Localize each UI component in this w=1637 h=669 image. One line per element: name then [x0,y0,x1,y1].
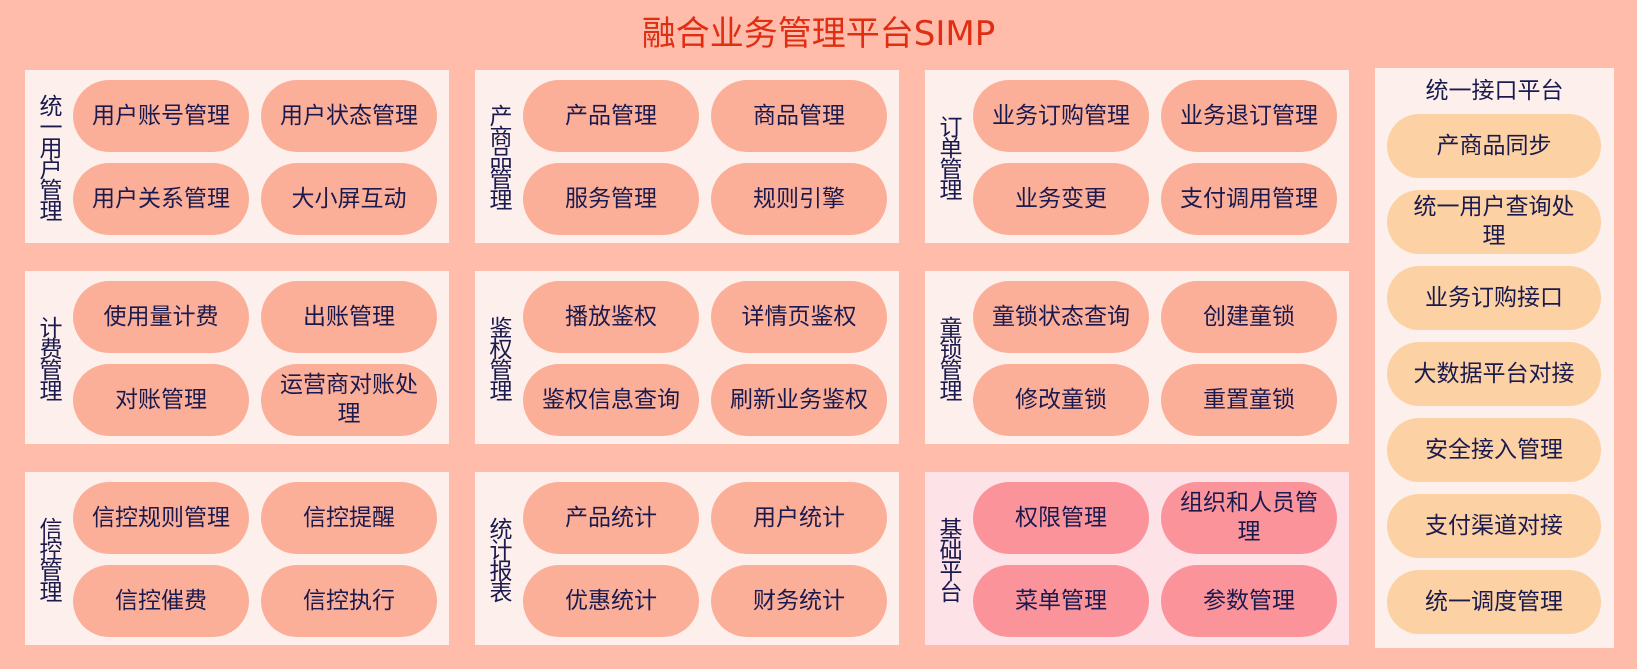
module-box: 播放鉴权 [523,281,699,353]
module-box: 运营商对账处理 [261,364,437,436]
module-box: 产品统计 [523,482,699,554]
module-box: 童锁状态查询 [973,281,1149,353]
interface-box: 统一用户查询处理 [1387,190,1601,254]
panel-label: 鉴权管理 [485,315,511,400]
interface-box: 支付渠道对接 [1387,494,1601,558]
module-box: 创建童锁 [1161,281,1337,353]
module-box: 权限管理 [973,482,1149,554]
panel-label: 信控管理 [35,516,61,601]
module-box: 业务变更 [973,163,1149,235]
panel-billing-management: 计费管理 使用量计费 出账管理 对账管理 运营商对账处理 [25,271,449,444]
module-box: 菜单管理 [973,565,1149,637]
module-box: 服务管理 [523,163,699,235]
panel-title: 统一接口平台 [1425,78,1564,104]
panel-base-platform: 基础平台 权限管理 组织和人员管理 菜单管理 参数管理 [925,472,1349,645]
panel-label: 童锁管理 [935,315,961,400]
module-box: 信控催费 [73,565,249,637]
interface-box: 产商品同步 [1387,114,1601,178]
panel-label: 统计报表 [485,516,511,601]
module-box: 对账管理 [73,364,249,436]
module-box: 组织和人员管理 [1161,482,1337,554]
panel-unified-interface-platform: 统一接口平台 产商品同步 统一用户查询处理 业务订购接口 大数据平台对接 安全接… [1375,68,1614,648]
module-box: 支付调用管理 [1161,163,1337,235]
module-box: 出账管理 [261,281,437,353]
panel-label: 订单管理 [935,114,961,199]
panel-label: 基础平台 [935,516,961,601]
interface-box: 统一调度管理 [1387,570,1601,634]
panel-order-management: 订单管理 业务订购管理 业务退订管理 业务变更 支付调用管理 [925,70,1349,243]
module-box: 修改童锁 [973,364,1149,436]
module-box: 鉴权信息查询 [523,364,699,436]
panel-child-lock-management: 童锁管理 童锁状态查询 创建童锁 修改童锁 重置童锁 [925,271,1349,444]
module-box: 重置童锁 [1161,364,1337,436]
module-box: 信控执行 [261,565,437,637]
module-box: 业务订购管理 [973,80,1149,152]
panel-product-management: 产商品管理 产品管理 商品管理 服务管理 规则引擎 [475,70,899,243]
module-box: 信控规则管理 [73,482,249,554]
panel-unified-user-management: 统一用户管理 用户账号管理 用户状态管理 用户关系管理 大小屏互动 [25,70,449,243]
module-box: 用户状态管理 [261,80,437,152]
interface-box: 业务订购接口 [1387,266,1601,330]
module-box: 用户账号管理 [73,80,249,152]
interface-box: 大数据平台对接 [1387,342,1601,406]
module-box: 商品管理 [711,80,887,152]
module-box: 刷新业务鉴权 [711,364,887,436]
panel-label: 计费管理 [35,315,61,400]
module-box: 财务统计 [711,565,887,637]
module-box: 详情页鉴权 [711,281,887,353]
module-box: 产品管理 [523,80,699,152]
interface-box: 安全接入管理 [1387,418,1601,482]
module-box: 规则引擎 [711,163,887,235]
panel-authentication-management: 鉴权管理 播放鉴权 详情页鉴权 鉴权信息查询 刷新业务鉴权 [475,271,899,444]
diagram-title: 融合业务管理平台SIMP [641,14,996,54]
panel-label: 产商品管理 [485,104,511,209]
module-box: 大小屏互动 [261,163,437,235]
module-box: 用户统计 [711,482,887,554]
module-box: 使用量计费 [73,281,249,353]
panel-label: 统一用户管理 [35,93,61,220]
panel-credit-control-management: 信控管理 信控规则管理 信控提醒 信控催费 信控执行 [25,472,449,645]
module-box: 参数管理 [1161,565,1337,637]
module-box: 业务退订管理 [1161,80,1337,152]
module-box: 用户关系管理 [73,163,249,235]
module-box: 优惠统计 [523,565,699,637]
module-box: 信控提醒 [261,482,437,554]
panel-statistics-reports: 统计报表 产品统计 用户统计 优惠统计 财务统计 [475,472,899,645]
